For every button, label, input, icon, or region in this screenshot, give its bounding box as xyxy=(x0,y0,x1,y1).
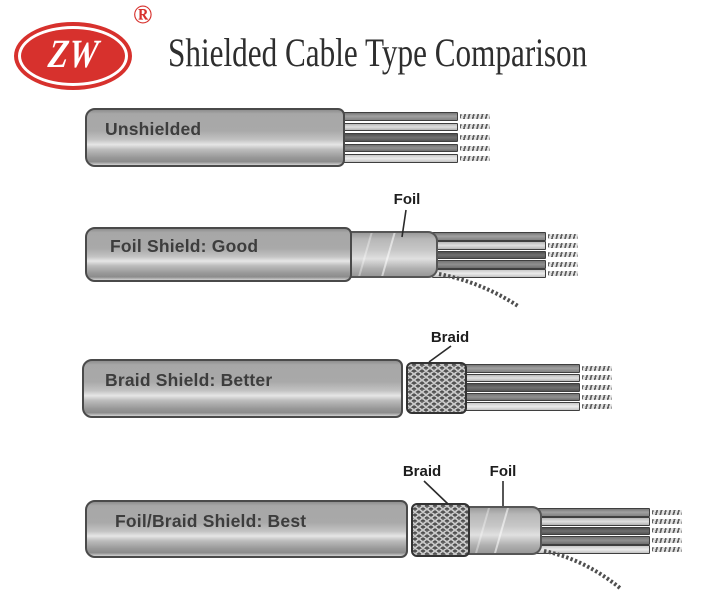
wire-insulation xyxy=(536,517,650,526)
wire-insulation xyxy=(338,122,458,132)
wire-strands xyxy=(460,113,490,119)
callout-leader-line xyxy=(423,480,449,505)
zw-logo: ZW xyxy=(14,22,132,90)
wire-insulation xyxy=(432,269,546,278)
foil-shield-layer xyxy=(346,231,438,278)
wire-insulation xyxy=(432,232,546,241)
foil-callout-label: Foil xyxy=(393,191,421,208)
wire-insulation xyxy=(461,373,580,383)
foil-shield-layer xyxy=(466,506,542,555)
wire-strands xyxy=(582,404,612,410)
cable-label: Braid Shield: Better xyxy=(105,370,273,390)
wire-insulation xyxy=(536,545,650,554)
wire xyxy=(338,112,490,121)
logo-text: ZW xyxy=(46,30,101,76)
wire-strands xyxy=(548,261,578,267)
cable-foil-braid-wires xyxy=(536,508,682,554)
cable-foil-braid-jacket: Foil/Braid Shield: Best xyxy=(85,500,408,558)
wire-strands xyxy=(582,394,612,400)
wire-insulation xyxy=(536,526,650,536)
wire-insulation xyxy=(536,508,650,517)
braid-callout-label: Braid xyxy=(402,463,442,480)
wire xyxy=(461,373,612,383)
callout-leader-line xyxy=(428,345,452,363)
page-title: Shielded Cable Type Comparison xyxy=(168,30,588,75)
wire-insulation xyxy=(432,241,546,250)
wire-insulation xyxy=(461,364,580,373)
braid-shield-layer xyxy=(406,362,467,414)
cable-unshielded-jacket: Unshielded xyxy=(85,108,345,167)
wire xyxy=(338,154,490,163)
wire-strands xyxy=(460,124,490,130)
wire-strands xyxy=(582,365,612,371)
wire xyxy=(338,122,490,132)
wire-insulation xyxy=(461,402,580,411)
wire xyxy=(432,232,578,241)
wire-strands xyxy=(460,156,490,162)
wire xyxy=(536,536,682,545)
wire-strands xyxy=(460,134,490,140)
wire xyxy=(338,143,490,153)
foil-callout-label: Foil xyxy=(489,463,517,480)
wire xyxy=(536,508,682,517)
wire xyxy=(536,545,682,554)
wire xyxy=(461,383,612,392)
wire xyxy=(461,392,612,402)
wire-insulation xyxy=(338,154,458,163)
wire xyxy=(432,250,578,260)
logo-ellipse-core: ZW xyxy=(21,29,125,83)
wire-strands xyxy=(652,547,682,553)
drain-wire xyxy=(438,272,520,308)
wire-insulation xyxy=(338,112,458,121)
cable-foil-jacket: Foil Shield: Good xyxy=(85,227,352,282)
wire xyxy=(338,133,490,142)
registered-trademark-icon: ® xyxy=(133,0,153,29)
wire xyxy=(461,402,612,411)
cable-label: Foil Shield: Good xyxy=(110,236,259,256)
braid-callout-label: Braid xyxy=(430,329,470,346)
wire-strands xyxy=(582,384,612,390)
wire-strands xyxy=(652,537,682,543)
wire-insulation xyxy=(338,143,458,153)
wire xyxy=(432,269,578,278)
wire-strands xyxy=(652,519,682,525)
wire xyxy=(536,526,682,536)
wire xyxy=(461,364,612,373)
wire-strands xyxy=(460,145,490,151)
wire-insulation xyxy=(432,250,546,260)
cable-foil-wires xyxy=(432,232,578,278)
wire-strands xyxy=(652,528,682,534)
wire-strands xyxy=(652,509,682,515)
wire xyxy=(432,241,578,250)
cable-braid-jacket: Braid Shield: Better xyxy=(82,359,403,418)
wire-insulation xyxy=(461,392,580,402)
wire xyxy=(536,517,682,526)
cable-unshielded-wires xyxy=(338,112,490,163)
wire-insulation xyxy=(338,133,458,142)
wire-insulation xyxy=(461,383,580,392)
drain-wire xyxy=(543,549,622,590)
cable-label: Unshielded xyxy=(105,119,202,139)
cable-braid-wires xyxy=(461,364,612,411)
wire-strands xyxy=(548,243,578,249)
wire-strands xyxy=(582,375,612,381)
wire-strands xyxy=(548,233,578,239)
braid-shield-layer xyxy=(411,503,470,557)
wire-insulation xyxy=(432,260,546,269)
wire-insulation xyxy=(536,536,650,545)
wire-strands xyxy=(548,252,578,258)
wire-strands xyxy=(548,271,578,277)
wire xyxy=(432,260,578,269)
cable-label: Foil/Braid Shield: Best xyxy=(115,510,307,531)
